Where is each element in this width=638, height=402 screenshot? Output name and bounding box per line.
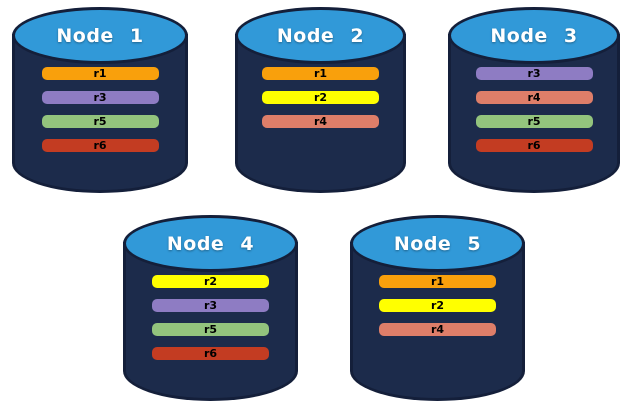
node-2-replica-list: r1 r2 r4 xyxy=(235,67,406,128)
replica-bar: r5 xyxy=(41,115,159,128)
node-1-cylinder: Node 1 r1 r3 r5 r6 xyxy=(12,7,188,193)
replica-bar: r2 xyxy=(379,299,496,312)
replica-bar: r4 xyxy=(379,323,496,336)
replica-bar: r1 xyxy=(262,67,379,80)
node-3-cylinder: Node 3 r3 r4 r5 r6 xyxy=(448,7,620,193)
node-4-replica-list: r2 r3 r5 r6 xyxy=(123,275,298,360)
node-1-replica-list: r1 r3 r5 r6 xyxy=(12,67,188,152)
database-cylinder-top: Node 1 xyxy=(12,7,188,64)
node-2-label: Node 2 xyxy=(276,24,365,47)
node-3-replica-list: r3 r4 r5 r6 xyxy=(448,67,620,152)
replica-bar: r3 xyxy=(41,91,159,104)
node-5-replica-list: r1 r2 r4 xyxy=(350,275,525,336)
replica-bar: r6 xyxy=(152,347,269,360)
node-5-label: Node 5 xyxy=(393,232,482,255)
replica-bar: r4 xyxy=(475,91,593,104)
replica-bar: r1 xyxy=(379,275,496,288)
database-cylinder-top: Node 2 xyxy=(235,7,406,64)
node-4-cylinder: Node 4 r2 r3 r5 r6 xyxy=(123,215,298,401)
node-4-label: Node 4 xyxy=(166,232,255,255)
node-2-cylinder: Node 2 r1 r2 r4 xyxy=(235,7,406,193)
replica-bar: r6 xyxy=(475,139,593,152)
node-1-label: Node 1 xyxy=(56,24,144,47)
node-5-cylinder: Node 5 r1 r2 r4 xyxy=(350,215,525,401)
database-cylinder-top: Node 5 xyxy=(350,215,525,272)
replica-bar: r1 xyxy=(41,67,159,80)
database-cylinder-top: Node 3 xyxy=(448,7,620,64)
replica-bar: r3 xyxy=(152,299,269,312)
node-3-label: Node 3 xyxy=(490,24,578,47)
replica-bar: r2 xyxy=(152,275,269,288)
replica-bar: r4 xyxy=(262,115,379,128)
replica-bar: r3 xyxy=(475,67,593,80)
replica-bar: r5 xyxy=(475,115,593,128)
replica-bar: r2 xyxy=(262,91,379,104)
replica-bar: r6 xyxy=(41,139,159,152)
database-cylinder-top: Node 4 xyxy=(123,215,298,272)
replica-bar: r5 xyxy=(152,323,269,336)
